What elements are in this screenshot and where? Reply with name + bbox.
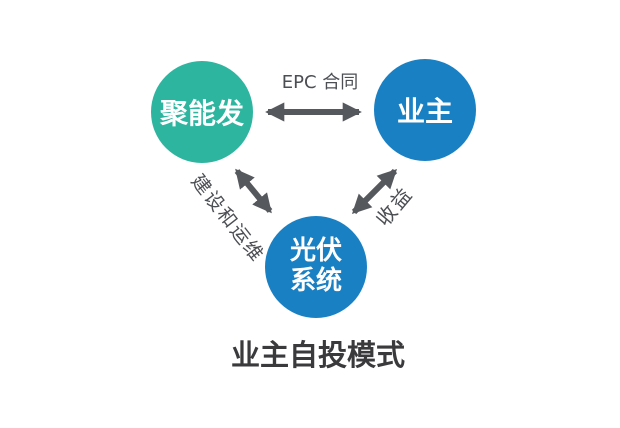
edge-label-epc-contract: EPC 合同 [281, 72, 359, 93]
node-owner: 业主 [374, 59, 476, 161]
node-contractor-label: 聚能发 [159, 97, 244, 130]
node-owner-label: 业主 [396, 95, 453, 128]
arrow-construction-om [234, 168, 273, 214]
node-pv-system-label-line2: 系统 [289, 266, 342, 296]
diagram-title: 业主自投模式 [230, 338, 405, 372]
node-contractor: 聚能发 [151, 61, 253, 163]
node-pv-system-label-line1: 光伏 [289, 236, 342, 267]
arrow-revenue [351, 168, 398, 215]
node-pv-system: 光伏 系统 [265, 216, 367, 318]
